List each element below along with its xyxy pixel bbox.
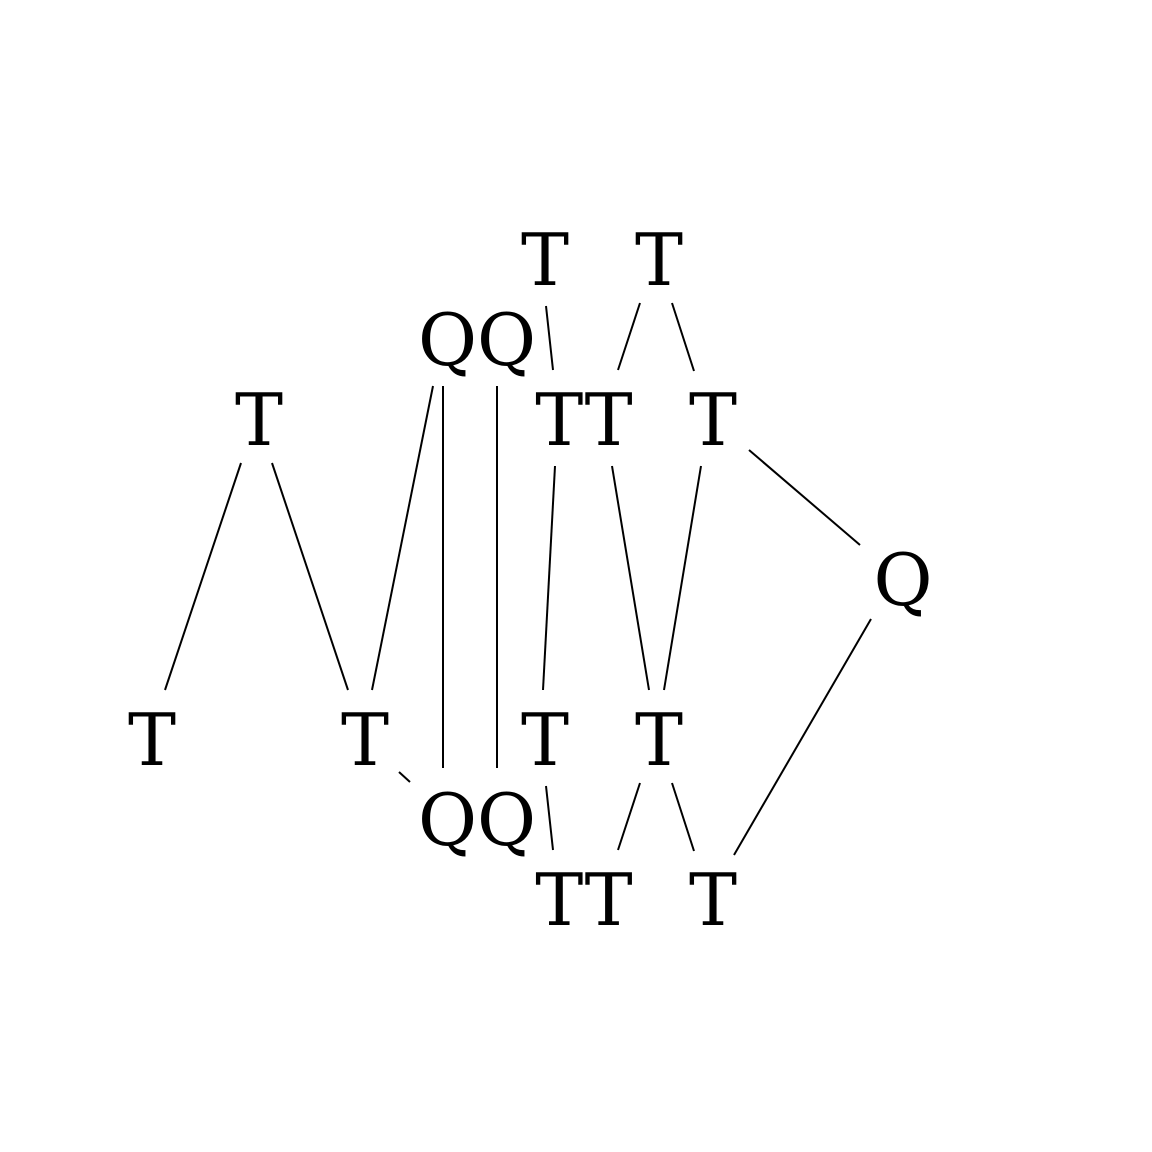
edge-q-to-lower-right [733, 618, 872, 856]
edge-bottom-right-to-tt-lower [617, 782, 641, 851]
node-qq-lower: QQ [418, 778, 536, 862]
node-q-right: Q [873, 538, 932, 622]
edges [164, 302, 872, 856]
edge-bottom-right-to-lower-right [671, 782, 695, 852]
node-qq-upper: QQ [418, 298, 536, 382]
node-t-bottom-center: T [521, 698, 569, 782]
edge-tt-upper-to-bottom-right [611, 465, 650, 691]
node-t-upper-right: T [689, 378, 737, 462]
edge-apex-to-bottom-mid [271, 462, 349, 691]
node-t-lower-right: T [689, 858, 737, 942]
node-tt-upper: TT [535, 378, 632, 462]
edge-qq-upper-to-bottom-mid [371, 385, 434, 691]
node-t-top-2: T [635, 218, 683, 302]
edge-top-2-to-upper-right [671, 302, 695, 372]
node-t-bottom-left: T [128, 698, 176, 782]
edge-top-1-to-tt-upper [545, 305, 554, 371]
nodes: T T QQ T TT T Q T T T T QQ TT T [128, 218, 933, 942]
edge-upper-right-to-q [748, 449, 861, 546]
node-t-bottom-right: T [635, 698, 683, 782]
edge-upper-right-to-bottom-right [663, 465, 702, 691]
edge-bottom-center-to-tt-lower [545, 785, 554, 851]
node-t-left-apex: T [235, 378, 283, 462]
edge-apex-to-bottom-left [164, 462, 242, 691]
edge-top-2-to-tt-upper [617, 302, 641, 371]
node-t-bottom-mid: T [341, 698, 389, 782]
edge-tt-upper-to-bottom-center [542, 465, 556, 691]
edge-bottom-mid-to-qq-lower [398, 771, 411, 783]
node-tt-lower: TT [535, 858, 632, 942]
node-t-top-1: T [521, 218, 569, 302]
